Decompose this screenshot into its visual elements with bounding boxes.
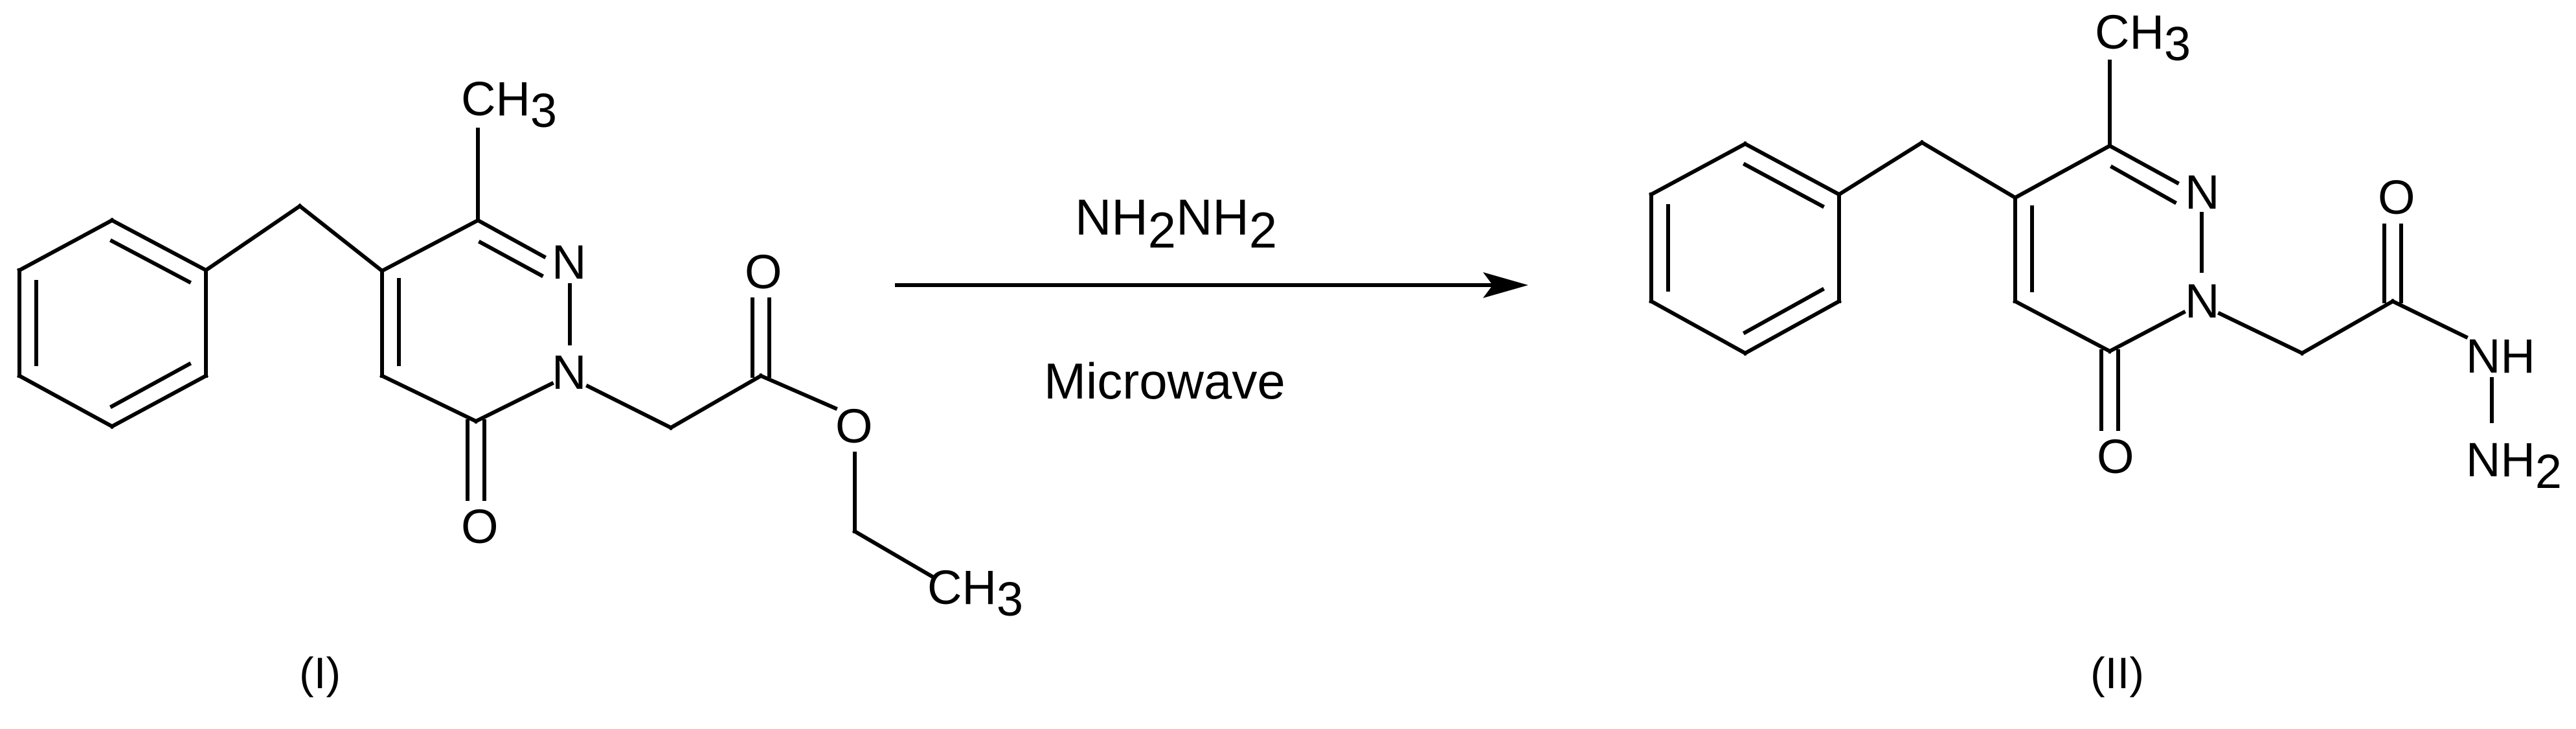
reactant-benzene-ring	[16, 217, 209, 430]
reactant-ester-oxygen-label: O	[835, 399, 873, 453]
reagent-label: NH2NH2	[1075, 189, 1277, 259]
reactant-side-chain-bond	[585, 383, 674, 431]
product-nitrogen-label: N	[2185, 274, 2219, 328]
product-compound-label: (II)	[2090, 649, 2144, 698]
reactant-side-chain-bond	[668, 373, 764, 431]
reactant-benzyl-bond	[297, 203, 385, 274]
arrow-head	[1483, 272, 1528, 298]
product-side-chain-bond	[2217, 310, 2305, 356]
reactant-compound-label: (I)	[299, 649, 341, 698]
product-ketone-oxygen-label: O	[2097, 430, 2134, 483]
reactant-methyl-label: CH3	[461, 72, 557, 137]
product-nitrogen-label: N	[2185, 165, 2219, 219]
reactant-ethyl-bond	[852, 528, 936, 580]
reactant-pyridazinone-ring	[379, 217, 572, 424]
product-nh2-label: NH2	[2466, 433, 2562, 498]
reactant-structure: CH3 N N O O O CH3 (I)	[16, 72, 1023, 698]
reaction-arrow: NH2NH2 Microwave	[895, 189, 1528, 410]
product-hydrazide-bond	[2390, 298, 2469, 340]
product-carbonyl-oxygen-label: O	[2378, 170, 2415, 224]
product-methyl-label: CH3	[2095, 5, 2191, 71]
reactant-carbonyl-oxygen-label: O	[745, 245, 782, 299]
product-side-chain-bond	[2299, 298, 2396, 356]
product-benzene-ring	[1648, 141, 1842, 356]
product-structure: CH3 N N O O NH NH2 (II)	[1648, 5, 2562, 698]
product-benzyl-bond	[1836, 139, 1925, 198]
reactant-ketone-oxygen-label: O	[461, 500, 499, 553]
reactant-nitrogen-label: N	[552, 345, 586, 399]
condition-label: Microwave	[1044, 353, 1285, 410]
reactant-nitrogen-label: N	[552, 235, 586, 289]
product-benzyl-bond	[1919, 139, 2018, 201]
reactant-benzyl-bond	[203, 203, 303, 273]
product-nh-label: NH	[2466, 329, 2535, 383]
reactant-ester-bond	[758, 373, 838, 411]
product-pyridazinone-ring	[2012, 143, 2204, 354]
reactant-ethyl-methyl-label: CH3	[927, 561, 1023, 626]
